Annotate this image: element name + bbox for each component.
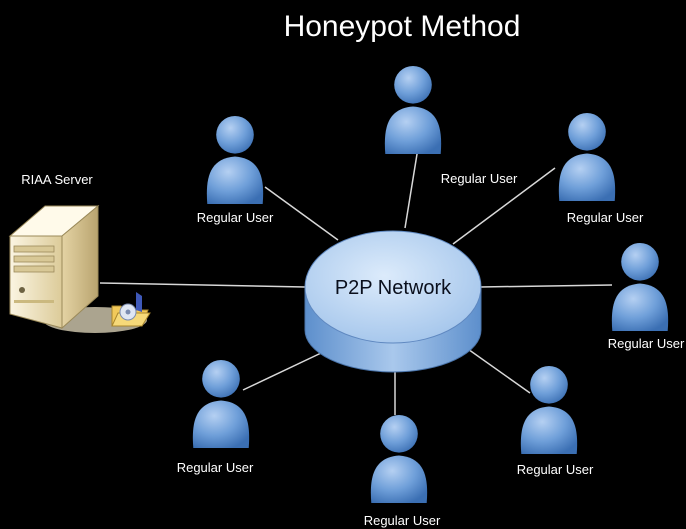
hub-label: P2P Network (335, 277, 452, 299)
folder-icon (111, 292, 151, 327)
p2p-network-hub: P2P Network (304, 230, 482, 373)
link-user-left-top (264, 186, 339, 241)
user-label: Regular User (197, 210, 274, 225)
person-icon (370, 414, 428, 504)
person-icon (558, 112, 616, 202)
user-label: Regular User (364, 513, 441, 528)
user-label: Regular User (567, 210, 644, 225)
person-icon (520, 365, 578, 455)
user-node: Regular User (558, 112, 644, 225)
user-node: Regular User (197, 115, 274, 225)
link-server (99, 282, 306, 288)
user-label: Regular User (517, 462, 594, 477)
link-user-top-center (404, 147, 419, 229)
person-icon (206, 115, 264, 205)
user-node: Regular User (177, 359, 254, 475)
person-icon (192, 359, 250, 449)
person-icon (384, 65, 442, 155)
server-label: RIAA Server (21, 172, 93, 187)
user-node: Regular User (384, 65, 518, 186)
user-node: Regular User (364, 414, 441, 528)
user-label: Regular User (608, 336, 685, 351)
user-label: Regular User (177, 460, 254, 475)
server-icon (8, 204, 100, 330)
person-icon (611, 242, 669, 332)
link-user-right (479, 284, 613, 288)
riaa-server: RIAA Server (8, 172, 151, 333)
user-node: Regular User (517, 365, 594, 477)
diagram-title: Honeypot Method (284, 10, 521, 43)
user-label: Regular User (441, 171, 518, 186)
link-user-top-right (452, 167, 556, 245)
user-node: Regular User (608, 242, 685, 351)
